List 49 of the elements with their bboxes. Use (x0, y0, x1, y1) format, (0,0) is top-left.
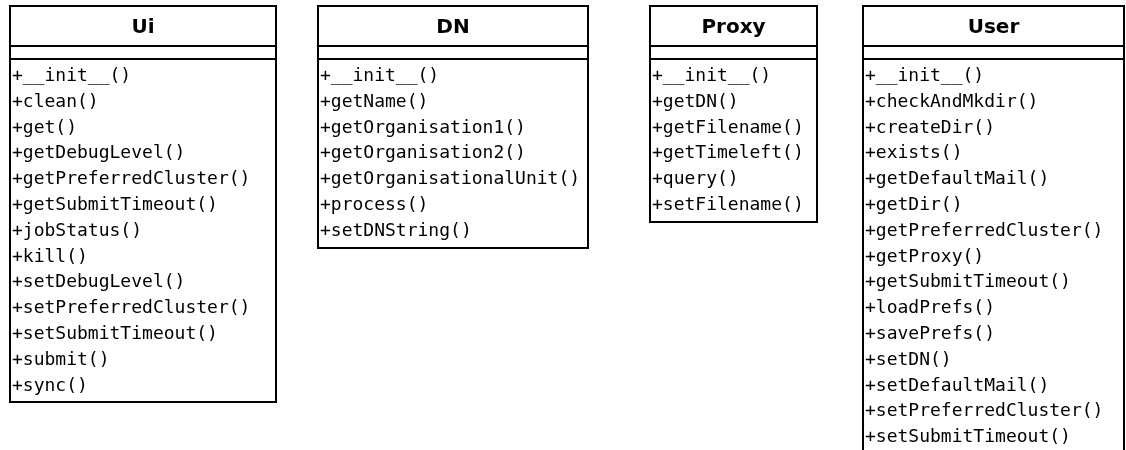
method-name: +process() (319, 192, 429, 216)
method-name: +getName() (319, 88, 429, 113)
class-name: User (864, 7, 1123, 47)
method-name: +get() (11, 114, 78, 139)
class-box (649, 5, 818, 223)
method-name: +getDefaultMail() (864, 166, 1050, 191)
class-box (317, 5, 589, 249)
method-name: +__init__() (11, 63, 132, 87)
method-name: +sync() (11, 372, 88, 397)
method-name: +getPreferredCluster() (11, 166, 251, 191)
method-name: +getProxy() (864, 243, 985, 268)
method-name: +__init__() (319, 63, 440, 87)
method-name: +getDebugLevel() (11, 140, 186, 165)
method-name: +getFilename() (651, 114, 804, 139)
method-name: +getOrganisationalUnit() (319, 166, 581, 191)
method-name: +getDN() (651, 88, 739, 113)
method-name: +getSubmitTimeout() (11, 192, 218, 216)
method-name: +submit() (11, 346, 110, 371)
method-name: +getSubmitTimeout() (864, 269, 1071, 294)
method-name: +setDNString() (319, 217, 472, 242)
class-name: Ui (11, 7, 275, 47)
class-box (862, 5, 1125, 450)
class-name: DN (319, 7, 587, 47)
method-name: +setDefaultMail() (864, 372, 1050, 397)
method-name: +setFilename() (651, 192, 804, 216)
class-box (9, 5, 277, 404)
method-name: +setDN() (864, 346, 952, 371)
method-name: +setSubmitTimeout() (864, 424, 1071, 449)
method-name: +exists() (864, 140, 963, 165)
method-name: +loadPrefs() (864, 295, 996, 320)
method-name: +__init__() (864, 63, 985, 87)
method-name: +setDebugLevel() (11, 269, 186, 294)
method-name: +createDir() (864, 114, 996, 139)
class-name: Proxy (651, 7, 816, 47)
method-name: +getPreferredCluster() (864, 217, 1104, 242)
method-name: +kill() (11, 243, 88, 268)
method-name: +getOrganisation2() (319, 140, 526, 165)
method-name: +getOrganisation1() (319, 114, 526, 139)
method-name: +getDir() (864, 192, 963, 216)
method-name: +checkAndMkdir() (864, 88, 1039, 113)
method-name: +setPreferredCluster() (11, 295, 251, 320)
method-name: +clean() (11, 88, 99, 113)
method-name: +query() (651, 166, 739, 191)
method-name: +jobStatus() (11, 217, 143, 242)
method-name: +setPreferredCluster() (864, 398, 1104, 423)
method-name: +savePrefs() (864, 320, 996, 345)
method-name: +setSubmitTimeout() (11, 320, 218, 345)
method-name: +__init__() (651, 63, 772, 87)
method-name: +getTimeleft() (651, 140, 804, 165)
